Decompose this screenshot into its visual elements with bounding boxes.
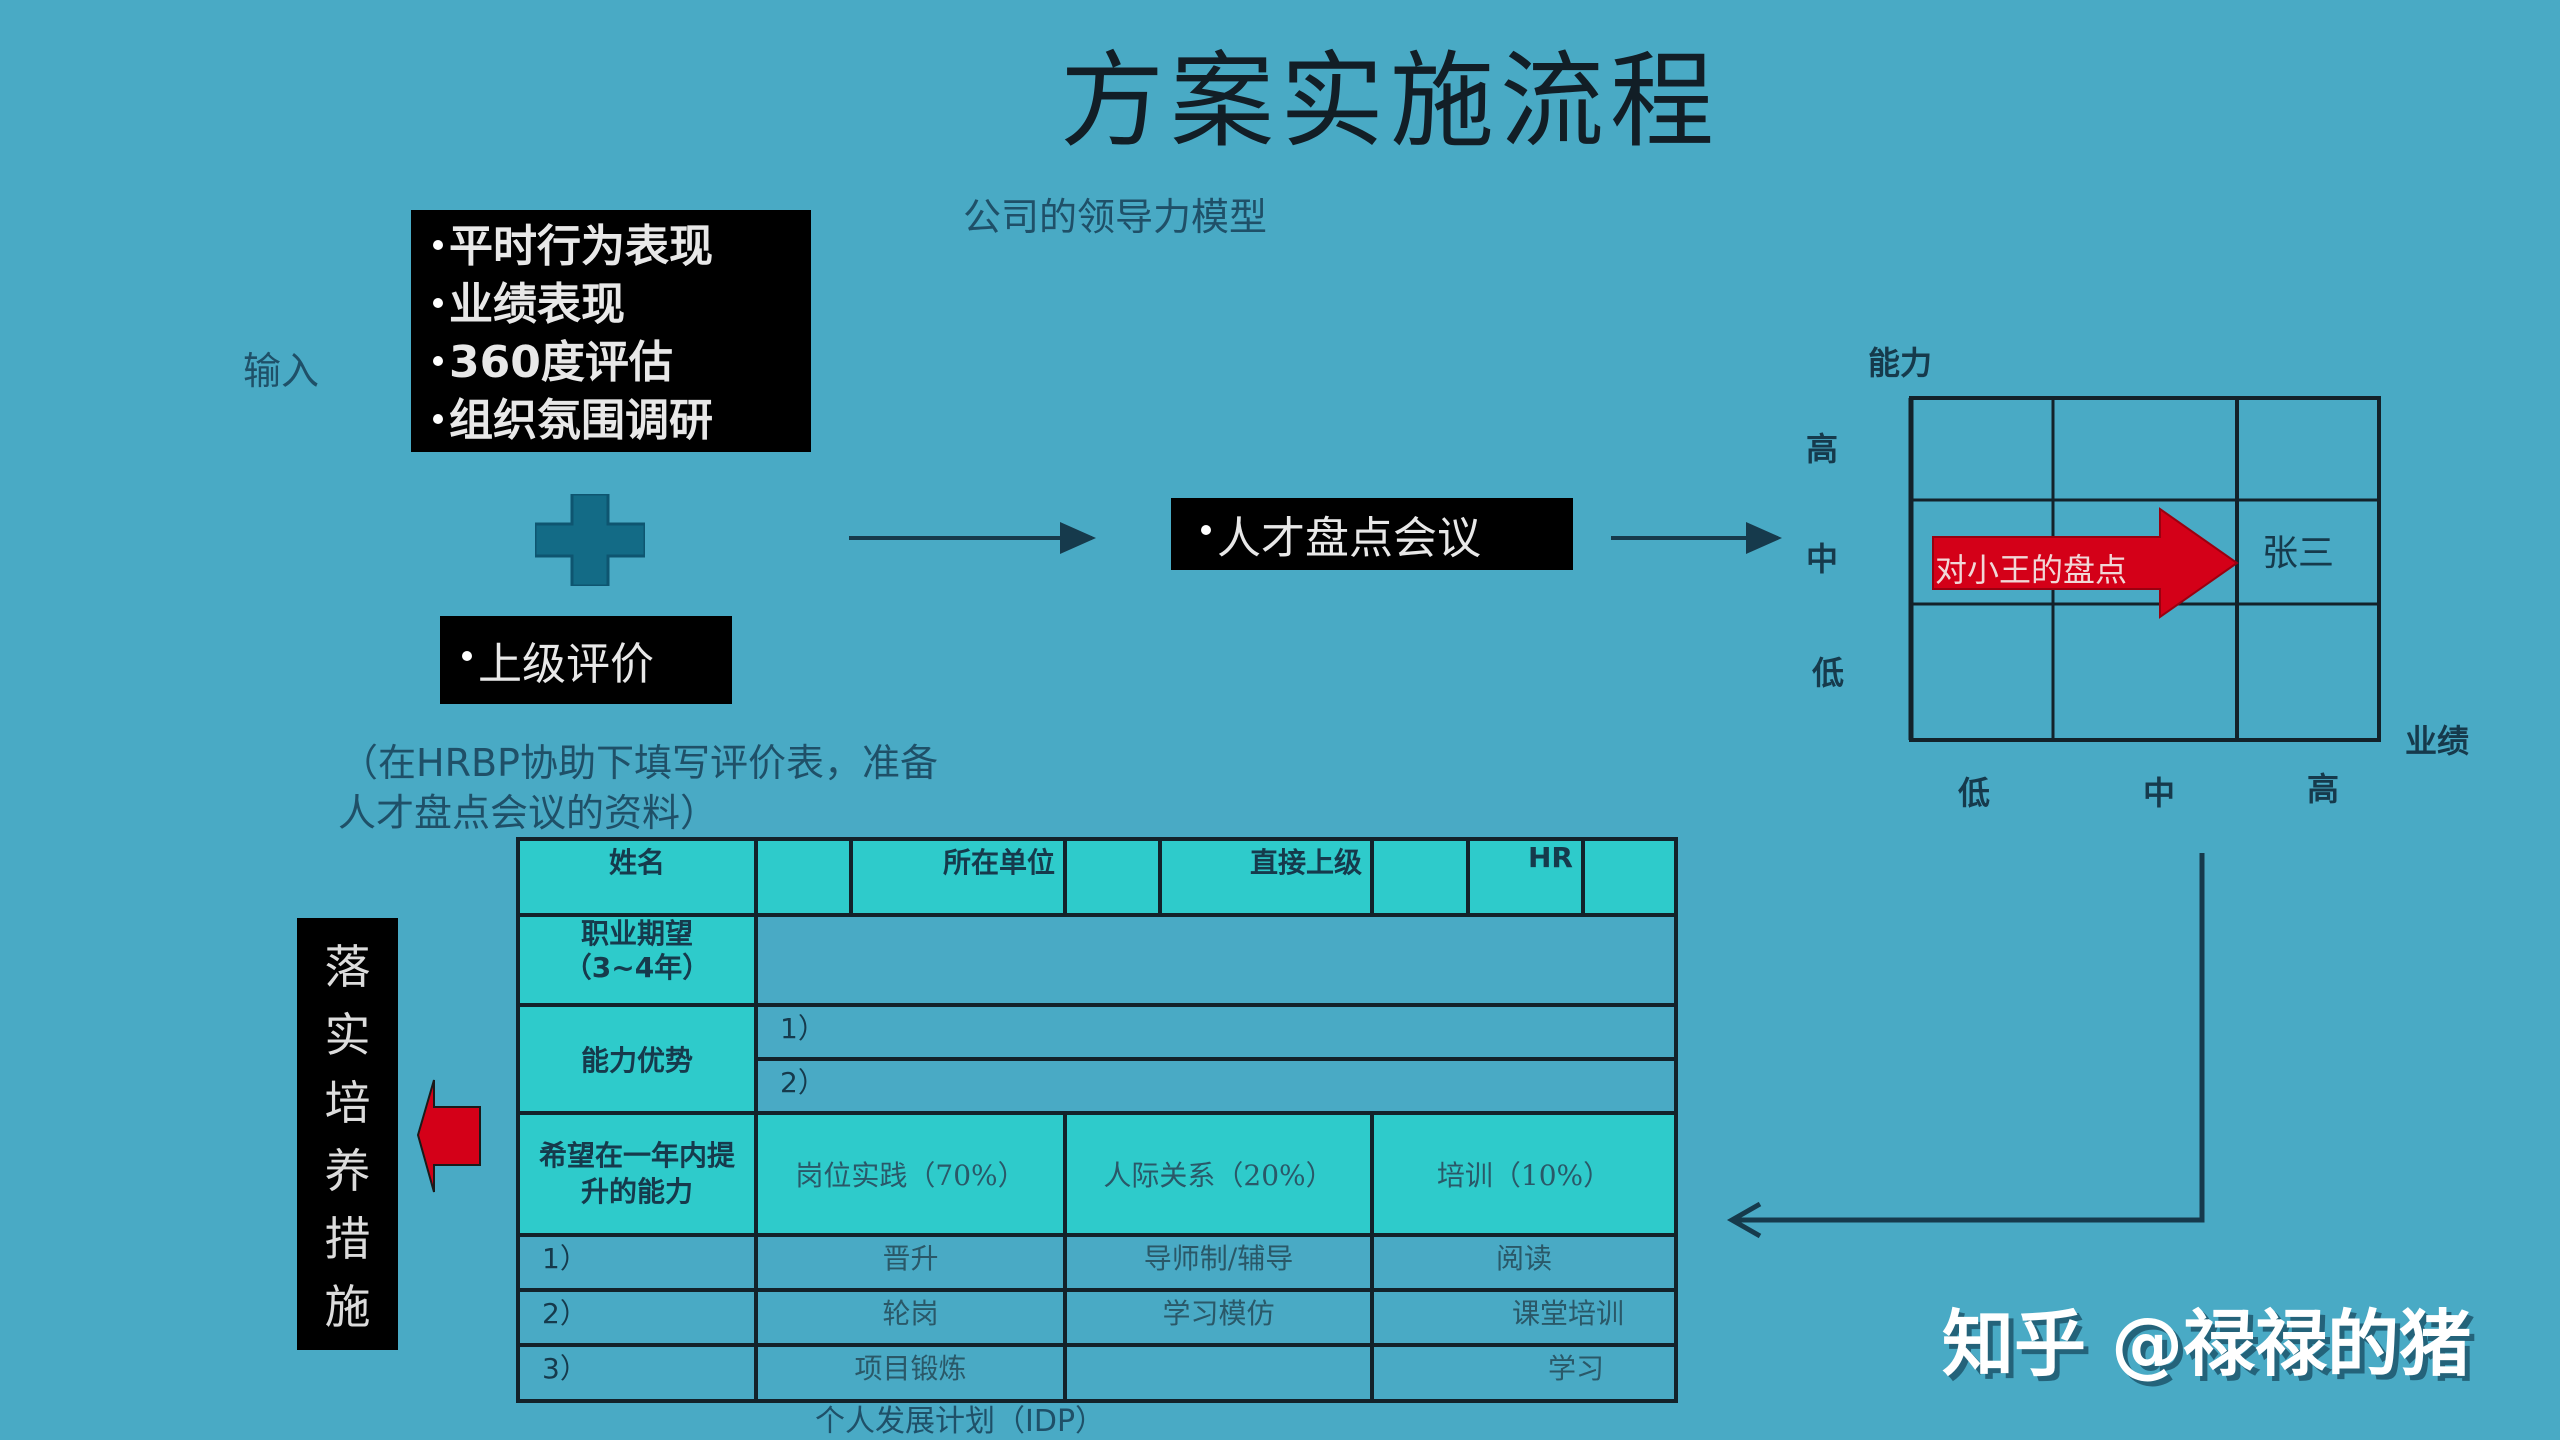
strength-item-2[interactable]: 2） <box>754 1057 1678 1115</box>
improve-label: 希望在一年内提升的能力 <box>516 1111 758 1237</box>
talent-review-meeting-box: 人才盘点会议 <box>1171 498 1573 570</box>
strength-row-1: 能力优势 1） <box>516 1003 1678 1115</box>
y-label-mid: 中 <box>1806 540 1839 578</box>
plus-icon <box>535 494 645 586</box>
x-label-high: 高 <box>2307 770 2340 808</box>
plan-row-index: 3） <box>516 1343 758 1403</box>
plan-cell[interactable]: 导师制/辅导 <box>1063 1233 1374 1292</box>
inputs-box: 平时行为表现 业绩表现 360度评估 组织氛围调研 <box>411 210 811 452</box>
x-label-low: 低 <box>1958 774 1991 812</box>
input-item: 360度评估 <box>433 334 811 392</box>
plan-cell[interactable]: 轮岗 <box>754 1288 1067 1347</box>
note-line: （在HRBP协助下填写评价表，准备 <box>340 741 938 785</box>
x-axis-title: 业绩 <box>2405 722 2470 760</box>
watermark: 知乎 @禄禄的猪 <box>1942 1302 2472 1386</box>
leadership-model-label: 公司的领导力模型 <box>963 195 1268 239</box>
plan-cell[interactable]: 阅读 <box>1370 1233 1678 1292</box>
meeting-label: 人才盘点会议 <box>1217 513 1481 564</box>
bullet-icon <box>433 240 443 250</box>
input-item: 业绩表现 <box>433 276 811 334</box>
methods-row: 希望在一年内提升的能力 岗位实践（70%） 人际关系（20%） 培训（10%） <box>516 1111 1678 1237</box>
y-label-high: 高 <box>1806 430 1839 468</box>
y-label-low: 低 <box>1812 654 1845 692</box>
supervisor-label: 直接上级 <box>1158 837 1374 917</box>
plan-row: 1） 晋升 导师制/辅导 阅读 <box>516 1233 1678 1292</box>
input-item-label: 360度评估 <box>449 337 673 388</box>
career-expectation-label: 职业期望（3~4年） <box>516 913 758 1007</box>
input-item-label: 平时行为表现 <box>449 221 713 272</box>
grid-cell-name: 张三 <box>2262 533 2335 574</box>
input-item-label: 业绩表现 <box>449 279 625 330</box>
input-item-label: 组织氛围调研 <box>449 395 713 446</box>
elbow-arrowhead-icon <box>1726 1201 1762 1239</box>
bullet-icon <box>433 298 443 308</box>
plan-row: 3） 项目锻炼 学习 <box>516 1343 1678 1403</box>
input-label: 输入 <box>243 349 320 393</box>
name-label: 姓名 <box>516 837 758 917</box>
supervisor-value-cell[interactable] <box>1370 837 1470 917</box>
strength-item-1[interactable]: 1） <box>754 1003 1678 1061</box>
unit-value-cell[interactable] <box>1063 837 1162 917</box>
strengths-label: 能力优势 <box>516 1003 758 1115</box>
plan-row-index: 2） <box>516 1288 758 1347</box>
plan-cell[interactable] <box>1063 1343 1374 1403</box>
superior-review-box: 上级评价 <box>440 616 732 704</box>
note-line: 人才盘点会议的资料） <box>338 791 719 835</box>
plan-row-index: 1） <box>516 1233 758 1292</box>
y-axis-title: 能力 <box>1868 344 1933 382</box>
bullet-icon <box>462 651 472 661</box>
bullet-icon <box>433 356 443 366</box>
plan-cell[interactable]: 课堂培训 <box>1370 1288 1678 1347</box>
input-item: 平时行为表现 <box>433 218 811 276</box>
left-red-arrow-icon <box>416 1079 481 1193</box>
idp-caption: 个人发展计划（IDP） <box>815 1404 1106 1439</box>
plan-cell[interactable]: 项目锻炼 <box>754 1343 1067 1403</box>
unit-label: 所在单位 <box>849 837 1067 917</box>
bullet-icon <box>433 414 443 424</box>
career-row: 职业期望（3~4年） <box>516 913 1678 1007</box>
hr-value-cell[interactable] <box>1581 837 1678 917</box>
implement-training-box: 落 实 培 养 措 施 <box>297 918 398 1350</box>
plan-cell[interactable]: 晋升 <box>754 1233 1067 1292</box>
name-value-cell[interactable] <box>754 837 853 917</box>
implement-char: 实 <box>324 1008 371 1062</box>
plan-cell[interactable]: 学习 <box>1370 1343 1678 1403</box>
hrbp-note: （在HRBP协助下填写评价表，准备 人才盘点会议的资料） <box>338 738 938 838</box>
strength-row-2: 2） <box>518 1057 1678 1115</box>
implement-char: 养 <box>324 1144 371 1198</box>
page-title: 方案实施流程 <box>1060 40 1721 162</box>
method-training: 培训（10%） <box>1370 1111 1678 1237</box>
bullet-icon <box>1201 525 1211 535</box>
arrow-label: 对小王的盘点 <box>1935 551 2128 589</box>
career-expectation-value[interactable] <box>754 913 1678 1007</box>
hr-label: HR <box>1466 837 1585 917</box>
plan-cell[interactable]: 学习模仿 <box>1063 1288 1374 1347</box>
method-job-practice: 岗位实践（70%） <box>754 1111 1067 1237</box>
plan-row: 2） 轮岗 学习模仿 课堂培训 <box>516 1288 1678 1347</box>
elbow-arrow-to-table <box>1734 853 2205 1223</box>
talent-review-arrow-icon <box>1932 507 2239 619</box>
header-row: 姓名 所在单位 直接上级 HR <box>516 837 1678 917</box>
implement-char: 措 <box>324 1212 371 1266</box>
input-item: 组织氛围调研 <box>433 392 811 450</box>
method-relationships: 人际关系（20%） <box>1063 1111 1374 1237</box>
implement-char: 培 <box>324 1076 371 1130</box>
x-label-mid: 中 <box>2143 774 2176 812</box>
idp-table: 姓名 所在单位 直接上级 HR 职业期望（3~4年） 能力优势 1） 2） 希望… <box>516 837 1678 1403</box>
superior-review-label: 上级评价 <box>478 639 654 690</box>
implement-char: 施 <box>324 1280 371 1334</box>
implement-char: 落 <box>324 940 371 994</box>
